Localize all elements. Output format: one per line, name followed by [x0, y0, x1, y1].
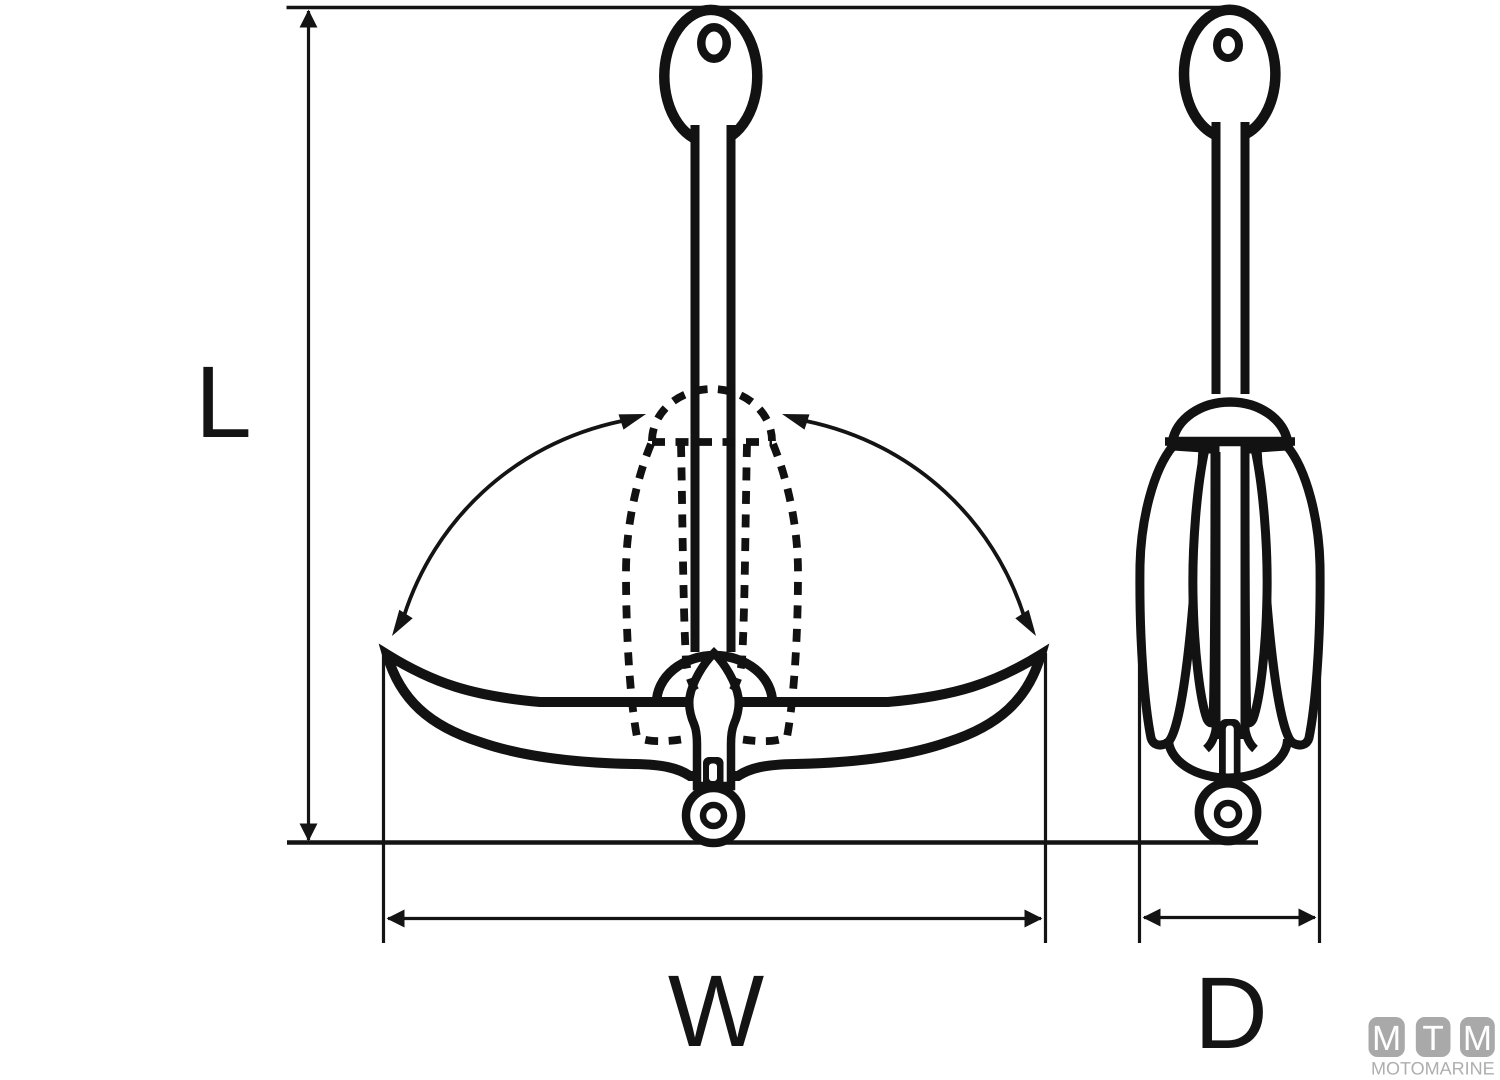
- svg-text:D: D: [1194, 956, 1268, 1070]
- svg-text:MOTOMARINE: MOTOMARINE: [1371, 1059, 1495, 1079]
- svg-text:L: L: [195, 345, 252, 459]
- svg-text:M: M: [1372, 1019, 1401, 1058]
- svg-text:W: W: [668, 954, 764, 1068]
- svg-text:M: M: [1463, 1019, 1492, 1058]
- svg-text:T: T: [1422, 1019, 1443, 1058]
